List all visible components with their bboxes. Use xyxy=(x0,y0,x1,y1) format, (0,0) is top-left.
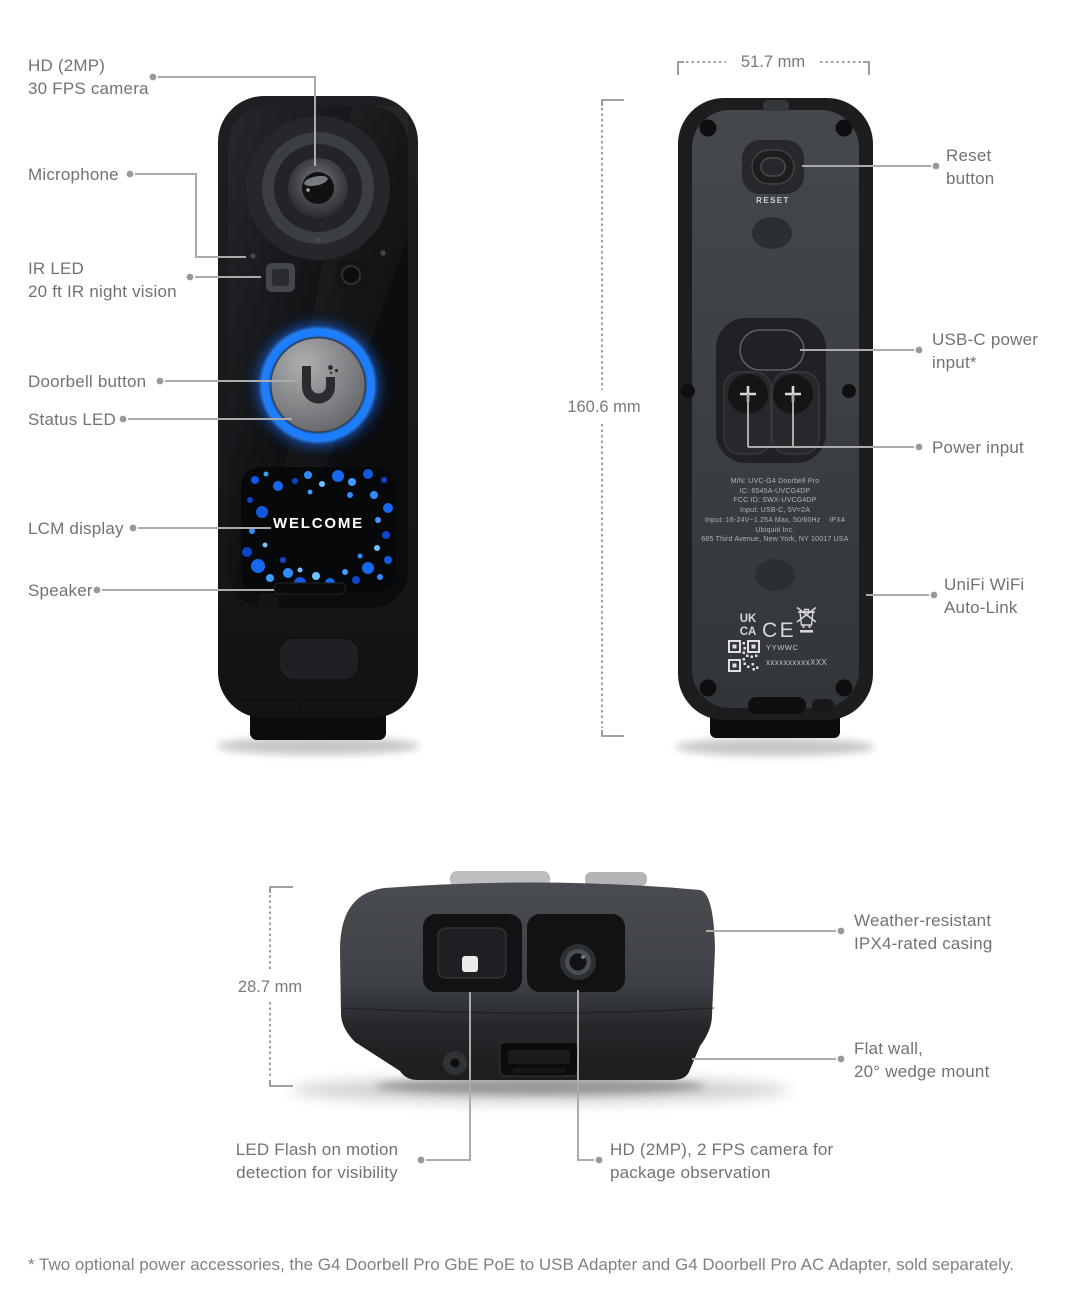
display-dot-pattern xyxy=(242,469,393,589)
dimension-lines xyxy=(269,61,870,1087)
usb-c-port xyxy=(739,329,805,371)
front-shadow xyxy=(216,737,420,755)
microphone-hole-left xyxy=(250,253,256,259)
mount-tab-right xyxy=(585,872,647,886)
led-flash-window xyxy=(423,914,522,992)
lcm-display-callout-label: LCM display xyxy=(28,519,124,538)
bottom-view-art xyxy=(290,871,790,1103)
line-microphone xyxy=(135,173,246,258)
speaker-callout-label: Speaker xyxy=(28,581,93,600)
weee-icon xyxy=(796,606,817,633)
status-led-callout-label: Status LED xyxy=(28,410,116,429)
line-package-camera xyxy=(577,990,594,1161)
line-power-input xyxy=(747,394,914,448)
ce-mark: CE xyxy=(762,619,796,642)
line-led-flash xyxy=(426,992,471,1161)
dim-height-label: 160.6 mm xyxy=(567,398,641,416)
led-flash-callout-label: LED Flash on motion detection for visibi… xyxy=(235,1140,399,1182)
reset-callout-label: Reset button xyxy=(946,146,995,188)
callout-dots xyxy=(93,73,940,1164)
power-input-callout-label: Power input xyxy=(932,438,1024,457)
bottom-seam xyxy=(340,1007,715,1014)
back-top-notch xyxy=(763,100,789,111)
footnote: * Two optional power accessories, the G4… xyxy=(28,1255,1014,1274)
dim-bottom-caps xyxy=(269,886,293,1087)
back-view-art: RESET UK CA CE xyxy=(675,98,875,756)
reset-label-on-device: RESET xyxy=(756,196,790,205)
front-view-art: WELCOME xyxy=(216,96,420,755)
regulatory-marks: UK CA CE xyxy=(728,606,827,672)
usb-c-callout-label: USB-C power input* xyxy=(932,330,1039,372)
microphone-hole-right xyxy=(380,250,386,256)
front-lower-button xyxy=(278,637,360,681)
ukca-mark-line1: UK xyxy=(740,613,757,625)
regulatory-text-block: M/N: UVC-G4 Doorbell Pro IC: 6545A-UVCG4… xyxy=(701,478,849,544)
qr-code xyxy=(728,640,760,672)
dim-bottom-label: 28.7 mm xyxy=(237,978,303,996)
doorbell-button-art xyxy=(257,324,379,446)
ubiquiti-logo xyxy=(302,365,339,404)
flat-wall-callout-label: Flat wall, 20° wedge mount xyxy=(854,1039,990,1081)
power-recess xyxy=(716,318,826,463)
dim-width-label: 51.7 mm xyxy=(740,53,806,71)
bottom-shadow-core xyxy=(375,1077,705,1095)
back-hole-lower xyxy=(755,559,795,591)
back-bottom-notch xyxy=(748,697,806,714)
back-hole-upper xyxy=(752,217,792,249)
bottom-ports xyxy=(443,1041,579,1077)
unifi-callout-label: UniFi WiFi Auto-Link xyxy=(944,575,1025,617)
reset-button-art: RESET xyxy=(742,140,804,205)
front-seam-notches xyxy=(299,701,337,715)
callout-lines xyxy=(102,76,931,1161)
ukca-mark-line2: CA xyxy=(740,626,757,638)
back-bottom-notch-small xyxy=(812,699,834,712)
back-shadow xyxy=(675,738,875,756)
serial-line2: xxxxxxxxxxXXX xyxy=(766,658,827,667)
dim-height-caps xyxy=(601,99,624,737)
microphone-callout-label: Microphone xyxy=(28,165,119,184)
package-camera-callout-label: HD (2MP), 2 FPS camera for package obser… xyxy=(610,1140,834,1182)
line-camera xyxy=(158,76,316,166)
package-camera-window xyxy=(527,914,625,992)
display-welcome-text: WELCOME xyxy=(273,515,364,532)
camera-callout-label: HD (2MP) 30 FPS camera xyxy=(28,56,149,98)
back-corner-screws xyxy=(681,119,856,697)
speaker-slot xyxy=(273,582,347,595)
ir-led-windows xyxy=(266,260,366,292)
doorbell-button-callout-label: Doorbell button xyxy=(28,372,147,391)
serial-line1: YYWWC xyxy=(766,643,799,652)
weather-callout-label: Weather-resistant IPX4-rated casing xyxy=(854,911,993,953)
dim-width-caps xyxy=(677,61,870,75)
lcm-display-art: WELCOME xyxy=(241,467,396,593)
ir-led-callout-label: IR LED 20 ft IR night vision xyxy=(28,259,177,301)
front-camera xyxy=(246,116,390,260)
